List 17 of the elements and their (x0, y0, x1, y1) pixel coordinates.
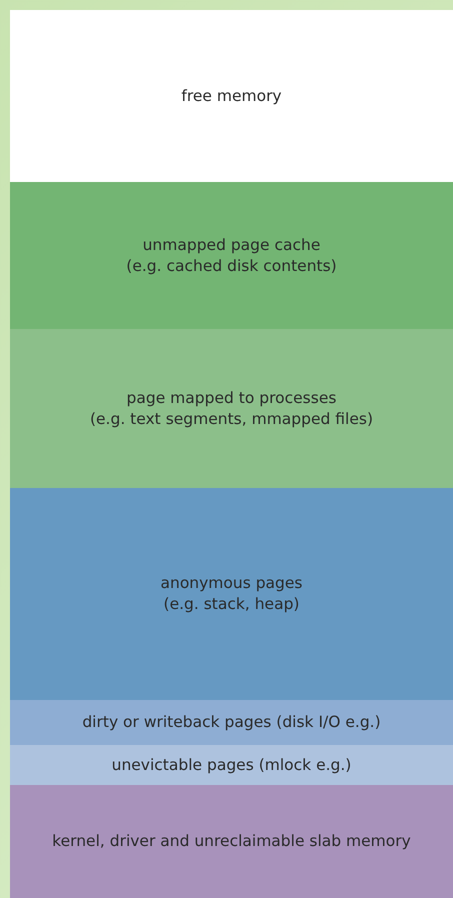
band-label: anonymous pages (160, 573, 302, 594)
memory-band (10, 700, 453, 745)
band-label: page mapped to processes (126, 388, 336, 408)
band-label: unevictable pages (mlock e.g.) (112, 754, 352, 776)
band-label: unmapped page cache (142, 234, 320, 256)
memory-band (10, 488, 453, 700)
memory-band (10, 785, 453, 898)
band-example: (e.g. stack, heap) (164, 594, 300, 615)
memory-band (10, 329, 453, 488)
band-label: dirty or writeback pages (disk I/O e.g.) (82, 712, 381, 733)
memory-band (10, 745, 453, 785)
band-label: free memory (181, 86, 282, 106)
memory-band (10, 10, 453, 182)
band-label: kernel, driver and unreclaimable slab memory (52, 831, 411, 852)
memory-band (10, 182, 453, 329)
band-example: (e.g. text segments, mmapped files) (90, 408, 374, 430)
band-example: (e.g. cached disk contents) (126, 256, 337, 276)
